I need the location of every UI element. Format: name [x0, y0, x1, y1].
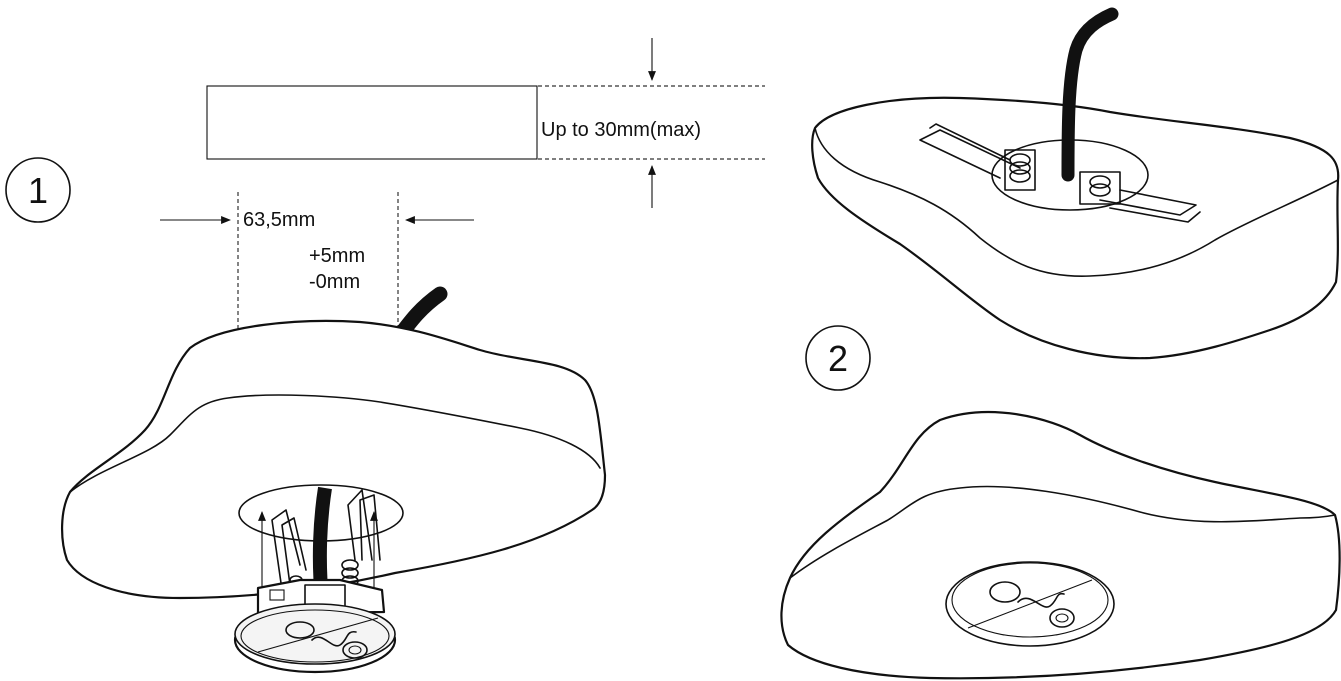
ceiling-thickness-indicator: Up to 30mm(max) — [206, 38, 765, 208]
tolerance-plus-label: +5mm — [309, 245, 365, 267]
tolerance-minus-label: -0mm — [309, 271, 360, 293]
step-1-marker: 1 — [5, 157, 71, 223]
step-2-number: 2 — [828, 338, 848, 379]
sensor-device-1 — [233, 489, 397, 674]
hole-diameter-label: 63,5mm — [243, 209, 315, 231]
cable-up-icon — [1061, 7, 1119, 182]
hole-diameter-dimension: 63,5mm +5mm -0mm — [160, 192, 474, 510]
ceiling-slab-2-top — [811, 7, 1340, 360]
thickness-label: Up to 30mm(max) — [541, 119, 701, 141]
ceiling-slab-2-bottom — [780, 410, 1341, 680]
ceiling-slab-1 — [60, 319, 607, 600]
step-2-marker: 2 — [805, 325, 871, 391]
step-1-number: 1 — [28, 170, 48, 211]
